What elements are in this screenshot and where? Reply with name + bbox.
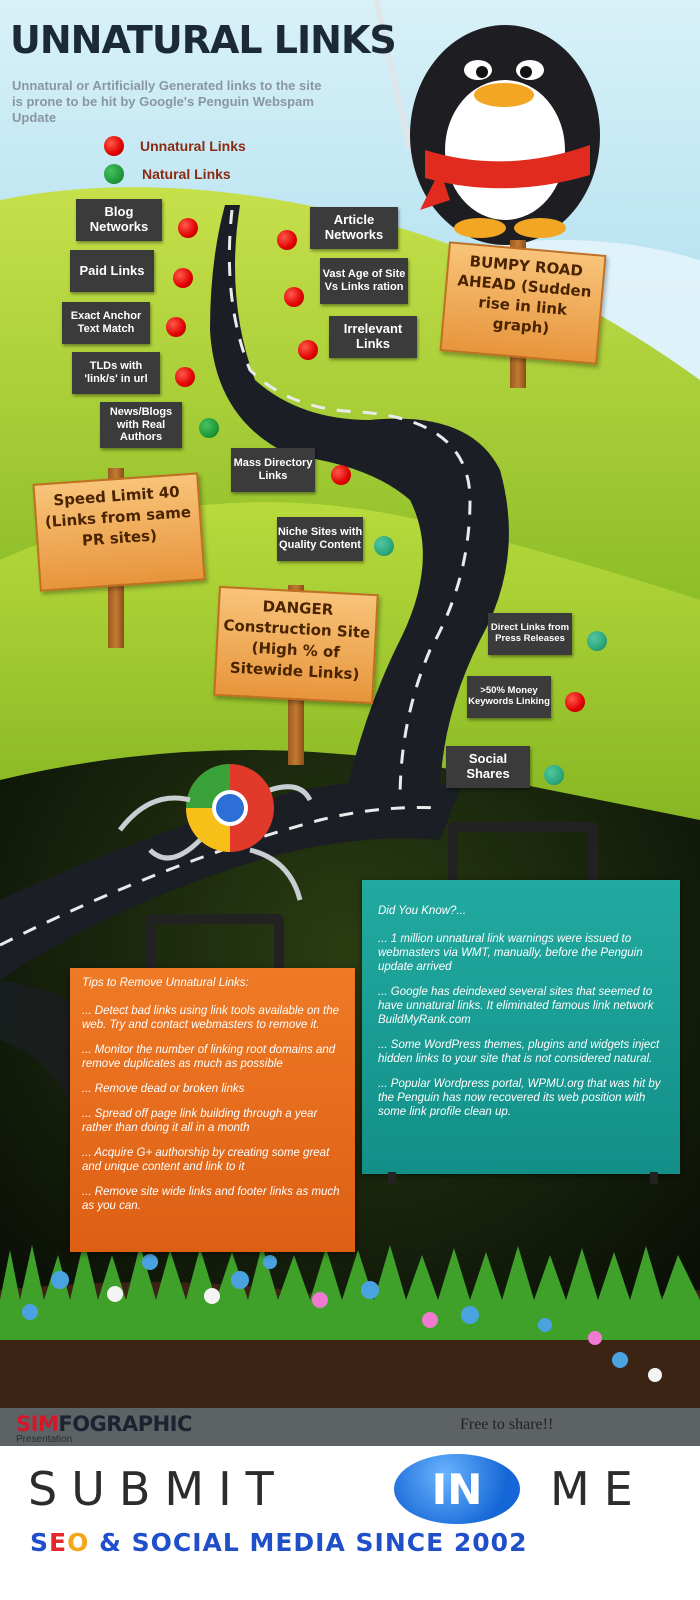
tagline-rest: & SOCIAL MEDIA SINCE 2002 bbox=[99, 1528, 528, 1557]
tips-panel: Tips to Remove Unnatural Links: ... Dete… bbox=[70, 968, 355, 1252]
dot-paid-links bbox=[173, 268, 193, 288]
legend-unnatural-label: Unnatural Links bbox=[140, 138, 246, 154]
did-you-know-panel: Did You Know?... ... 1 million unnatural… bbox=[362, 880, 680, 1174]
me-text: ME bbox=[550, 1462, 647, 1516]
label-exact-anchor: Exact Anchor Text Match bbox=[62, 302, 150, 344]
tip-item: ... Spread off page link building throug… bbox=[82, 1108, 318, 1134]
label-blog-networks: Blog Networks bbox=[76, 199, 162, 241]
label-vast-age: Vast Age of Site Vs Links ration bbox=[320, 258, 408, 304]
fact-case-feet bbox=[388, 1172, 396, 1184]
brand-sim: SIM bbox=[16, 1412, 59, 1436]
penguin-illustration bbox=[373, 0, 600, 245]
fact-item: ... 1 million unnatural link warnings we… bbox=[378, 933, 643, 973]
dot-mass-directory bbox=[331, 465, 351, 485]
dot-direct-links bbox=[587, 631, 607, 651]
footer-strip bbox=[0, 1408, 700, 1446]
tip-item: ... Remove site wide links and footer li… bbox=[82, 1186, 340, 1212]
dot-money-keywords bbox=[565, 692, 585, 712]
fact-case-handle bbox=[448, 822, 598, 894]
chrome-robot-illustration bbox=[118, 764, 313, 901]
tagline: SEO & SOCIAL MEDIA SINCE 2002 bbox=[30, 1528, 527, 1557]
tips-case-handle bbox=[146, 914, 284, 982]
label-news-blogs: News/Blogs with Real Authors bbox=[100, 402, 182, 448]
sign-danger: DANGER Construction Site (High % of Site… bbox=[213, 585, 379, 705]
dot-niche-sites bbox=[374, 536, 394, 556]
legend-natural-label: Natural Links bbox=[142, 166, 231, 182]
label-mass-directory: Mass Directory Links bbox=[231, 448, 315, 492]
tip-item: ... Detect bad links using link tools av… bbox=[82, 1005, 339, 1031]
label-direct-links: Direct Links from Press Releases bbox=[488, 613, 572, 655]
submit-text: SUBMIT bbox=[28, 1462, 288, 1516]
seo-text: SEO bbox=[30, 1528, 90, 1557]
legend-natural-dot bbox=[104, 164, 124, 184]
page-title: UNNATURAL LINKS bbox=[10, 18, 397, 62]
free-to-share: Free to share!! bbox=[460, 1416, 554, 1433]
fact-item: ... Popular Wordpress portal, WPMU.org t… bbox=[378, 1078, 661, 1118]
tip-item: ... Monitor the number of linking root d… bbox=[82, 1044, 336, 1070]
dot-social-shares bbox=[544, 765, 564, 785]
sign-speed-limit: Speed Limit 40 (Links from same PR sites… bbox=[32, 472, 206, 592]
sign-bumpy-road: BUMPY ROAD AHEAD (Sudden rise in link gr… bbox=[439, 241, 607, 365]
dot-vast-age bbox=[284, 287, 304, 307]
presentation-label: Presentation bbox=[16, 1434, 73, 1445]
label-paid-links: Paid Links bbox=[70, 250, 154, 292]
label-social-shares: Social Shares bbox=[446, 746, 530, 788]
tips-heading: Tips to Remove Unnatural Links: bbox=[82, 977, 249, 989]
legend-unnatural-dot bbox=[104, 136, 124, 156]
dot-news-blogs bbox=[199, 418, 219, 438]
brand-fographic: FOGRAPHIC bbox=[58, 1412, 192, 1436]
dot-article-networks bbox=[277, 230, 297, 250]
in-badge: IN bbox=[394, 1454, 520, 1524]
tip-item: ... Remove dead or broken links bbox=[82, 1083, 245, 1095]
label-irrelevant-links: Irrelevant Links bbox=[329, 316, 417, 358]
did-you-know-heading: Did You Know?... bbox=[378, 905, 467, 917]
tip-item: ... Acquire G+ authorship by creating so… bbox=[82, 1147, 330, 1173]
in-text: IN bbox=[431, 1464, 483, 1514]
simfographic-logo: SIMFOGRAPHIC bbox=[16, 1412, 192, 1436]
label-money-keywords: >50% Money Keywords Linking bbox=[467, 676, 551, 718]
page-subtitle: Unnatural or Artificially Generated link… bbox=[12, 78, 322, 125]
fact-item: ... Google has deindexed several sites t… bbox=[378, 986, 654, 1026]
dot-exact-anchor bbox=[166, 317, 186, 337]
submitinme-banner bbox=[0, 1446, 700, 1600]
label-tlds: TLDs with 'link/s' in url bbox=[72, 352, 160, 394]
dot-blog-networks bbox=[178, 218, 198, 238]
label-article-networks: Article Networks bbox=[310, 207, 398, 249]
fact-case-feet bbox=[650, 1172, 658, 1184]
label-niche-sites: Niche Sites with Quality Content bbox=[277, 517, 363, 561]
fact-item: ... Some WordPress themes, plugins and w… bbox=[378, 1039, 660, 1065]
dot-tlds bbox=[175, 367, 195, 387]
dot-irrelevant-links bbox=[298, 340, 318, 360]
